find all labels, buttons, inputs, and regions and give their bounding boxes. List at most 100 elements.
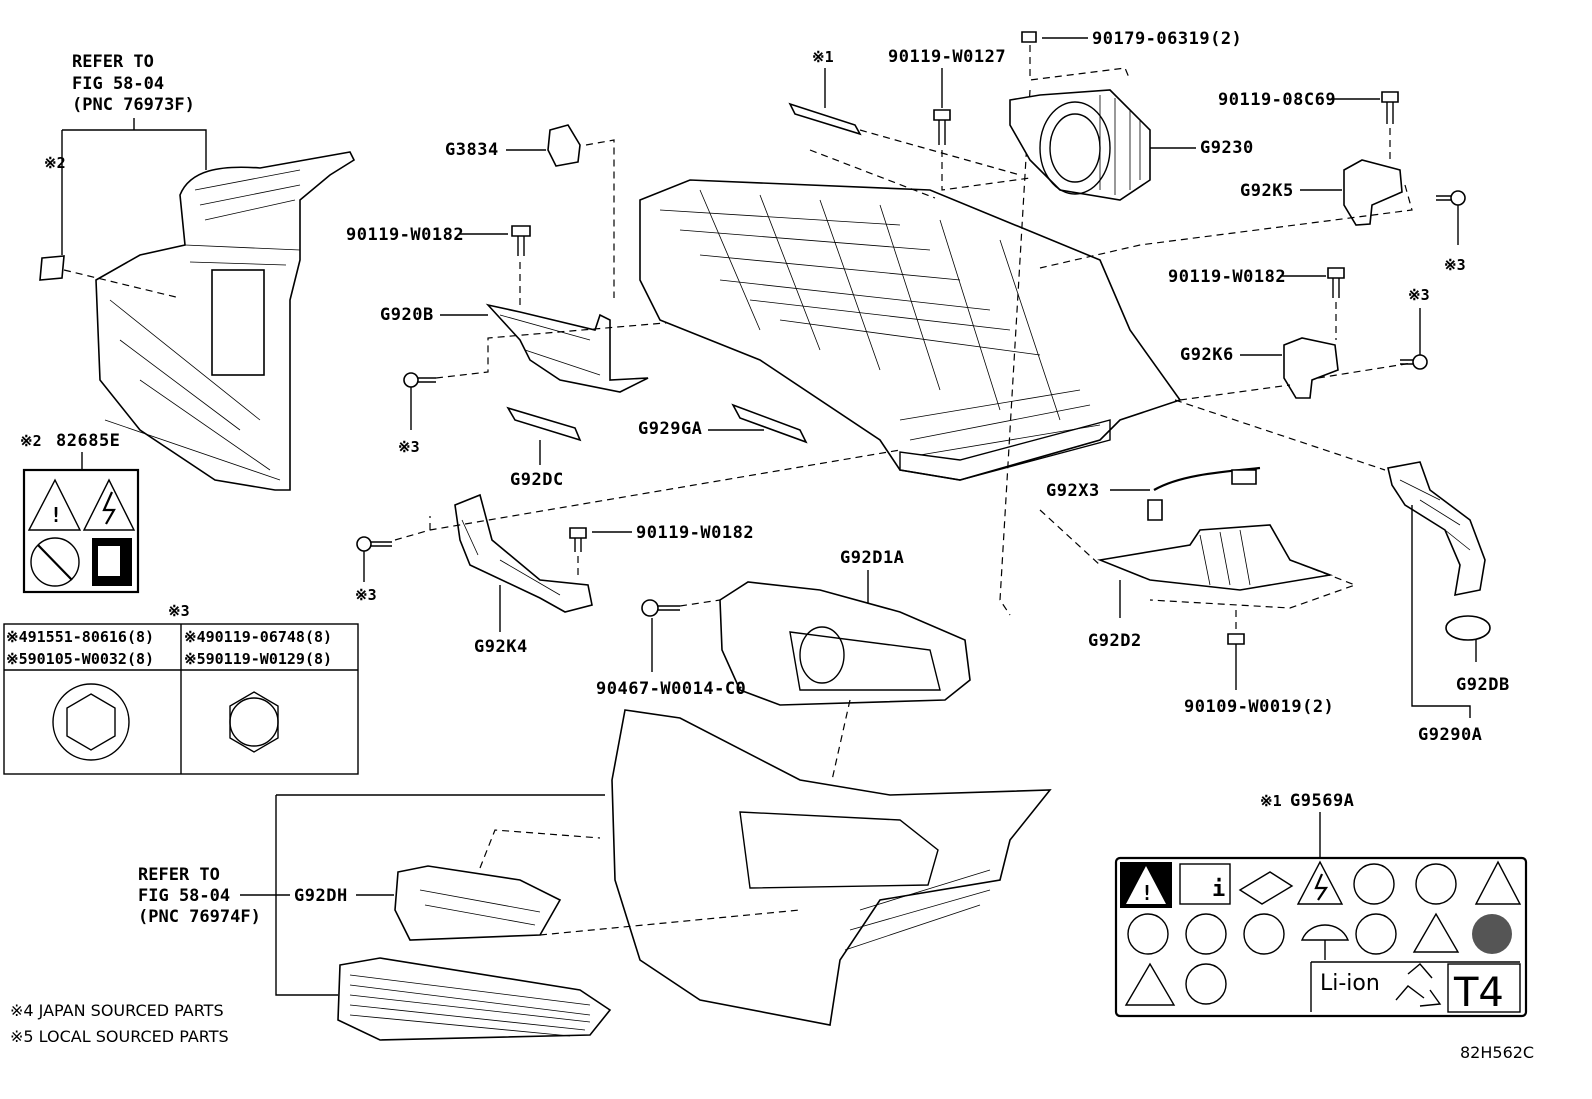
no-touch-icon-2 bbox=[1353, 863, 1395, 905]
bolt-right-1 bbox=[1436, 190, 1466, 245]
label-g92d1a: G92D1A bbox=[840, 548, 904, 568]
explosive-icon bbox=[1124, 962, 1176, 1006]
bolt-w0182-c bbox=[569, 527, 587, 552]
recycle-icon bbox=[1395, 963, 1442, 1007]
caution-label-82685e: ! bbox=[22, 468, 140, 594]
label-g92k4: G92K4 bbox=[474, 637, 528, 657]
li-ion-text: Li-ion bbox=[1320, 971, 1380, 996]
refer-note-top: REFER TO FIG 58-04 (PNC 76973F) bbox=[72, 52, 195, 115]
label-g929ga: G929GA bbox=[638, 419, 702, 439]
fastener-table-header: ※3 bbox=[168, 602, 190, 620]
duct-opening bbox=[211, 269, 265, 376]
svg-text:i: i bbox=[1212, 877, 1225, 902]
label-g92d2: G92D2 bbox=[1088, 631, 1142, 651]
mark-2-label: ※2 bbox=[20, 432, 42, 450]
label-g92k5: G92K5 bbox=[1240, 181, 1294, 201]
no-disassemble-icon bbox=[1127, 913, 1169, 955]
lower-duct-opening bbox=[739, 811, 939, 889]
bolt-w0182-b bbox=[1327, 267, 1345, 298]
seal-g92db bbox=[1445, 615, 1491, 641]
no-water-icon bbox=[1355, 913, 1397, 955]
pad-g92dc bbox=[506, 406, 582, 442]
label-g92dc: G92DC bbox=[510, 470, 564, 490]
t4-text: T4 bbox=[1453, 970, 1504, 1016]
label-g9290a: G9290A bbox=[1418, 725, 1482, 745]
svg-text:!: ! bbox=[50, 503, 62, 527]
battery-duct-upper-left bbox=[63, 151, 356, 491]
label-06319: 90179-06319(2) bbox=[1092, 29, 1242, 49]
mark-3-d: ※3 bbox=[1408, 286, 1430, 304]
no-tamper-icon bbox=[1243, 913, 1285, 955]
label-w0019: 90109-W0019(2) bbox=[1184, 697, 1334, 717]
bracket-g92k6 bbox=[1283, 337, 1339, 399]
label-w0182-c: 90119-W0182 bbox=[636, 523, 754, 543]
label-w0127: 90119-W0127 bbox=[888, 47, 1006, 67]
part-g3834 bbox=[547, 124, 581, 167]
sensor-wire-g92x3 bbox=[1147, 466, 1261, 521]
corrosive-icon bbox=[1412, 912, 1460, 953]
warning-triangle-icon bbox=[27, 478, 82, 531]
duct-g92dh bbox=[394, 865, 562, 941]
bracket-g920b bbox=[485, 303, 649, 393]
bracket-g92k4 bbox=[454, 493, 593, 613]
bolt-left-1 bbox=[403, 372, 436, 430]
bolt-right-2 bbox=[1400, 308, 1428, 370]
label-g92k6: G92K6 bbox=[1180, 345, 1234, 365]
label-w0182-b: 90119-W0182 bbox=[1168, 267, 1286, 287]
mark-1-a: ※1 bbox=[812, 48, 834, 66]
note-local-sourced: ※5 LOCAL SOURCED PARTS bbox=[10, 1027, 229, 1046]
bolt-w0014 bbox=[641, 599, 680, 672]
fastener-c2r2: ※590119-W0129(8) bbox=[184, 650, 332, 668]
recycle-round-icon bbox=[1472, 914, 1512, 954]
label-strip-1 bbox=[788, 102, 862, 136]
manual-icon bbox=[1179, 863, 1231, 905]
high-voltage-icon bbox=[82, 478, 136, 531]
flammable-icon bbox=[1474, 860, 1522, 905]
label-g92x3: G92X3 bbox=[1046, 481, 1100, 501]
label-g920b: G920B bbox=[380, 305, 434, 325]
blower-fan-g9230 bbox=[1009, 89, 1151, 201]
label-g92db: G92DB bbox=[1456, 675, 1510, 695]
label-g3834: G3834 bbox=[445, 140, 499, 160]
book-icon bbox=[1238, 871, 1294, 905]
refer-top-line3: (PNC 76973F) bbox=[72, 95, 195, 115]
note-japan-sourced: ※4 JAPAN SOURCED PARTS bbox=[10, 1001, 224, 1020]
duct-g9290a bbox=[1387, 461, 1486, 597]
grille-lower bbox=[337, 957, 612, 1041]
label-w0014: 90467-W0014-C0 bbox=[596, 679, 746, 699]
no-fire-icon bbox=[1415, 863, 1457, 905]
refer-bottom-line2: FIG 58-04 bbox=[138, 886, 230, 906]
bolt-w0127 bbox=[933, 109, 951, 145]
battery-duct-lower bbox=[611, 709, 1052, 1026]
bolt-08c69 bbox=[1381, 91, 1399, 124]
fastener-c2r1: ※490119-06748(8) bbox=[184, 628, 332, 646]
label-g9569a: G9569A bbox=[1290, 791, 1354, 811]
pad-g929ga bbox=[731, 403, 808, 444]
refer-note-bottom: REFER TO FIG 58-04 (PNC 76974F) bbox=[138, 865, 261, 927]
label-82685e: 82685E bbox=[56, 431, 120, 451]
refer-top-line1: REFER TO bbox=[72, 52, 154, 72]
flange-nut-icon bbox=[52, 683, 130, 761]
keep-dry-icon bbox=[1300, 924, 1350, 960]
mark-3-c: ※3 bbox=[1444, 256, 1466, 274]
bolt-w0182-a bbox=[511, 225, 531, 256]
bolt-left-2 bbox=[356, 536, 392, 582]
caution-label-g9569a: ! i Li-ion T4 bbox=[1114, 856, 1528, 1018]
label-g92dh: G92DH bbox=[294, 886, 348, 906]
svg-text:!: ! bbox=[1141, 881, 1153, 905]
refer-bottom-line3: (PNC 76974F) bbox=[138, 907, 261, 927]
refer-top-line2: FIG 58-04 bbox=[72, 74, 164, 94]
mark-3-b: ※3 bbox=[355, 586, 377, 604]
fastener-table: ※491551-80616(8) ※590105-W0032(8) ※49011… bbox=[3, 623, 359, 775]
label-w0182-a: 90119-W0182 bbox=[346, 225, 464, 245]
refer-bottom-line1: REFER TO bbox=[138, 865, 220, 885]
small-label-piece bbox=[39, 255, 65, 281]
duct-g92d1a bbox=[719, 581, 971, 706]
no-touch-icon bbox=[30, 537, 80, 587]
label-g9230: G9230 bbox=[1200, 138, 1254, 158]
bolt-w0019 bbox=[1227, 633, 1245, 690]
electric-icon bbox=[1296, 860, 1344, 905]
diagram-code: 82H562C bbox=[1460, 1043, 1534, 1062]
nut-06319 bbox=[1021, 31, 1037, 43]
